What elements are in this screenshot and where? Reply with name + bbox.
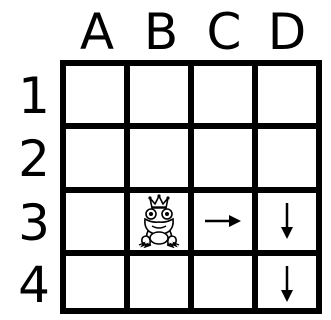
column-label-b: B [129, 6, 193, 58]
cell-a2[interactable] [66, 129, 124, 185]
frog-with-crown-icon [136, 194, 182, 248]
arrow-right-icon [203, 213, 243, 229]
cell-b3[interactable] [130, 193, 188, 249]
cell-d1[interactable] [258, 66, 316, 122]
cell-a4[interactable] [66, 256, 124, 312]
row-label-2: 2 [14, 127, 54, 191]
arrow-down-icon [279, 201, 295, 241]
row-label-3: 3 [14, 191, 54, 255]
cell-d4[interactable] [258, 256, 316, 312]
cell-a1[interactable] [66, 66, 124, 122]
cell-c1[interactable] [194, 66, 252, 122]
cell-c3[interactable] [194, 193, 252, 249]
arrow-down-icon [279, 264, 295, 304]
cell-d3[interactable] [258, 193, 316, 249]
row-label-1: 1 [14, 64, 54, 128]
cell-c2[interactable] [194, 129, 252, 185]
row-label-4: 4 [14, 253, 54, 317]
column-label-a: A [65, 6, 129, 58]
cell-b4[interactable] [130, 256, 188, 312]
cell-c4[interactable] [194, 256, 252, 312]
column-label-c: C [192, 6, 256, 58]
cell-b2[interactable] [130, 129, 188, 185]
cell-a3[interactable] [66, 193, 124, 249]
board-grid [60, 60, 322, 314]
cell-b1[interactable] [130, 66, 188, 122]
column-label-d: D [255, 6, 319, 58]
cell-d2[interactable] [258, 129, 316, 185]
